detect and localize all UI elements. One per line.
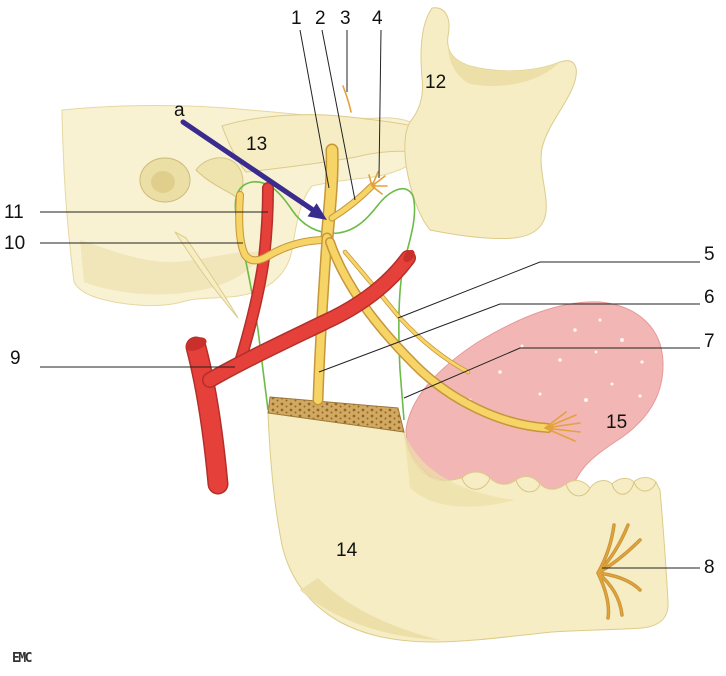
external-carotid-artery <box>185 336 229 495</box>
label-11: 11 <box>4 202 24 223</box>
artery-cut-end <box>185 337 207 351</box>
ramus-cut-section <box>267 396 405 433</box>
label-14: 14 <box>336 540 358 561</box>
oral-mucosa <box>405 301 664 491</box>
nerve-branch-upper <box>328 182 376 222</box>
lingual-nerve <box>325 237 581 442</box>
label-9: 9 <box>10 348 21 369</box>
pterygoid-process <box>404 7 577 240</box>
leader-1 <box>299 29 330 189</box>
mucosa-glands <box>468 318 644 402</box>
pterygoid-shadow <box>447 36 560 86</box>
maxillary-artery-cut-end <box>403 249 415 263</box>
label-15: 15 <box>606 412 627 433</box>
label-2: 2 <box>315 8 326 29</box>
leader-6 <box>318 303 700 373</box>
label-a: a <box>174 100 185 121</box>
mandible-shadow <box>300 578 440 640</box>
nerve-trunk <box>320 143 339 245</box>
label-4: 4 <box>372 8 383 29</box>
label-5: 5 <box>704 244 715 265</box>
label-10: 10 <box>4 233 25 254</box>
temporal-bone-shadow <box>80 240 262 295</box>
mandible-inner-shadow <box>404 432 515 507</box>
label-3: 3 <box>340 8 351 29</box>
nerve-fan-small <box>368 171 388 195</box>
label-1: 1 <box>291 8 302 29</box>
zygomatic-arch <box>221 114 417 173</box>
mental-nerve-fan <box>596 523 642 620</box>
label-12: 12 <box>425 72 446 93</box>
leader-2 <box>321 29 356 201</box>
leader-5 <box>397 261 700 319</box>
leader-7 <box>403 347 700 399</box>
label-13: 13 <box>246 134 267 155</box>
leader-lines <box>40 29 700 569</box>
arrow-a <box>180 119 327 220</box>
nerve-top-small <box>342 85 352 113</box>
glenoid-fossa <box>195 157 244 199</box>
leader-4 <box>378 29 382 179</box>
thin-nerve <box>342 249 471 375</box>
ear-canal-inner <box>151 171 175 193</box>
label-6: 6 <box>704 287 715 308</box>
emc-logo: EMC <box>12 651 32 666</box>
label-7: 7 <box>704 331 715 352</box>
maxillary-artery <box>202 249 416 388</box>
auriculotemporal-nerve <box>235 191 330 265</box>
styloid-process <box>174 231 239 319</box>
teeth <box>461 477 657 497</box>
label-8: 8 <box>704 557 715 578</box>
inferior-alveolar-nerve <box>312 232 333 406</box>
